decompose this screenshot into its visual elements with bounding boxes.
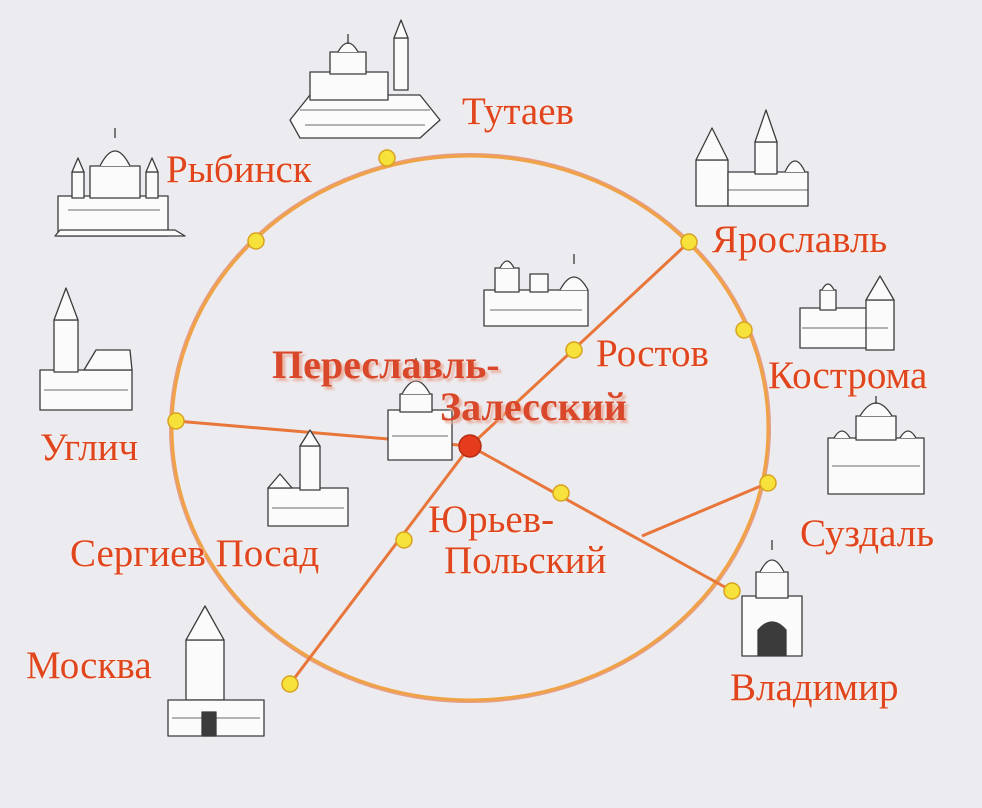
center-dot-pereslavl[interactable] [458,434,482,458]
dot-moskva[interactable] [281,675,299,693]
dot-yaroslavl[interactable] [680,233,698,251]
dot-kostroma[interactable] [735,321,753,339]
dot-rybinsk[interactable] [247,232,265,250]
label-rybinsk: Рыбинск [166,148,312,191]
spoke-vladimir [469,444,733,593]
uglich-landmark-icon [39,287,133,411]
yaroslavl-landmark-icon [695,109,809,207]
kostroma-landmark-icon [799,275,895,351]
dot-suzdal[interactable] [759,474,777,492]
spoke-suzdal [641,481,769,538]
label-moskva: Москва [26,644,152,687]
dot-yuryev[interactable] [552,484,570,502]
label-vladimir: Владимир [730,666,899,709]
label-sergiev-posad: Сергиев Посад [70,532,320,575]
label-pereslavl-line2: Залесский [440,384,627,429]
tutaev-landmark-icon [289,19,441,139]
label-suzdal: Суздаль [800,512,934,555]
dot-sergiev[interactable] [395,531,413,549]
label-pereslavl-line1: Переславль- [272,342,500,387]
vladimir-landmark-icon [741,540,803,657]
dot-rostov[interactable] [565,341,583,359]
route-spokes [175,240,769,685]
dot-tutaev[interactable] [378,149,396,167]
label-kostroma: Кострома [768,354,928,397]
sergiev-landmark-icon [267,429,349,527]
moskva-landmark-icon [167,605,265,737]
label-yaroslavl: Ярославль [712,218,888,261]
suzdal-landmark-icon [827,396,925,495]
spoke-moskva [288,445,472,685]
label-rostov: Ростов [596,332,709,375]
label-yuryev-line1: Юрьев- [428,498,555,541]
city-dots [167,149,777,693]
label-tutaev: Тутаев [462,90,574,133]
rostov-landmark-icon [483,254,589,327]
dot-uglich[interactable] [167,412,185,430]
pereslavl-landmark-icon [387,358,453,461]
label-yuryev-polsky: Юрьев- Польский [428,498,607,582]
dot-vladimir[interactable] [723,582,741,600]
rybinsk-landmark-icon [54,128,186,237]
label-pereslavl-zalessky: Переславль- Залесский [272,344,627,428]
label-uglich: Углич [40,426,139,469]
label-yuryev-line2: Польский [444,538,607,582]
